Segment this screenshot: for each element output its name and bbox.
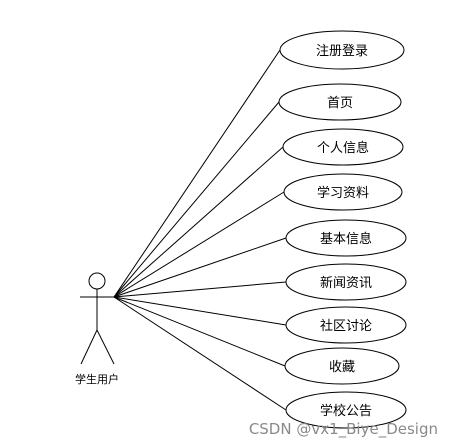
association-line-school-notice: [113, 296, 287, 411]
association-line-study-materials: [113, 191, 285, 298]
use-case-news: 新闻资讯: [285, 263, 407, 301]
association-line-community: [113, 296, 287, 326]
use-case-ellipse: [285, 391, 407, 429]
use-case-label: 注册登录: [316, 44, 368, 59]
use-case-community: 社区讨论: [285, 306, 407, 344]
use-case-ellipse: [283, 173, 403, 211]
use-case-home: 首页: [278, 83, 402, 121]
use-case-favorites: 收藏: [284, 347, 400, 385]
use-case-ellipse: [278, 83, 402, 121]
association-line-home: [113, 101, 280, 298]
use-case-register-login: 注册登录: [279, 30, 405, 70]
association-line-favorites: [113, 296, 286, 367]
use-case-ellipse: [279, 30, 405, 70]
use-case-label: 学习资料: [317, 185, 369, 201]
use-case-label: 收藏: [329, 360, 355, 375]
use-case-ellipse: [285, 306, 407, 344]
use-case-ellipse: [285, 219, 407, 257]
use-case-label: 新闻资讯: [320, 275, 372, 291]
use-case-label: 基本信息: [320, 231, 372, 247]
use-case-ellipse: [285, 263, 407, 301]
association-line-personal-info: [113, 146, 284, 298]
association-line-news: [113, 281, 287, 298]
association-lines: [113, 49, 287, 411]
actor-student-user: 学生用户: [75, 272, 119, 386]
stick-figure-icon: [80, 272, 115, 365]
use-case-label: 个人信息: [317, 140, 369, 156]
watermark: CSDN @vx1_Biye_Design: [249, 420, 438, 439]
actor-label: 学生用户: [75, 372, 119, 386]
use-case-study-materials: 学习资料: [283, 173, 403, 211]
association-line-register-login: [113, 49, 281, 298]
use-case-label: 社区讨论: [320, 318, 372, 334]
use-case-basic-info: 基本信息: [285, 219, 407, 257]
use-case-ellipse: [282, 128, 404, 166]
use-case-ellipse: [284, 347, 400, 385]
use-case-label: 首页: [327, 96, 353, 111]
use-case-personal-info: 个人信息: [282, 128, 404, 166]
use-case-label: 学校公告: [320, 403, 372, 419]
use-case-school-notice: 学校公告: [285, 391, 407, 429]
association-line-basic-info: [113, 237, 287, 298]
